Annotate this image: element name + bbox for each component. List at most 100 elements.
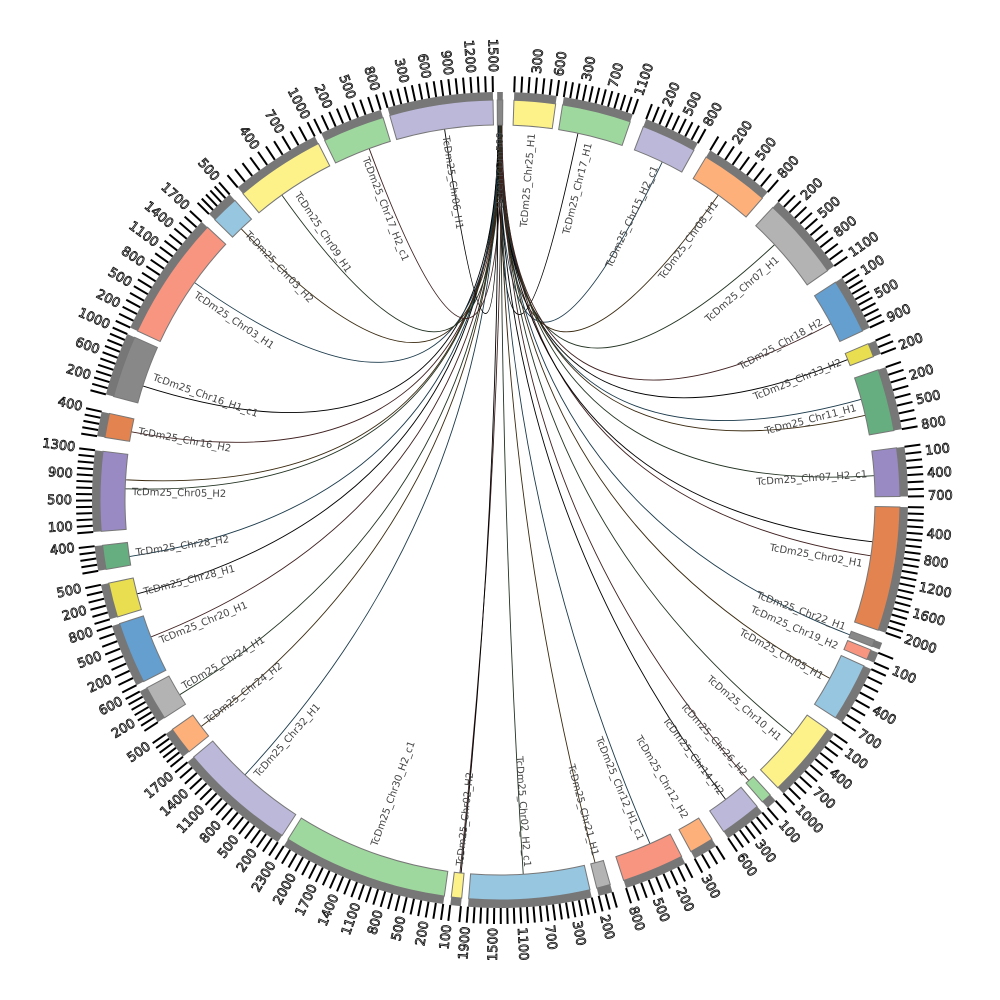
segment-band[interactable]: [512, 99, 557, 130]
segment-band[interactable]: [843, 639, 872, 661]
segment-band[interactable]: [99, 450, 129, 532]
tick-mark: [111, 662, 127, 671]
tick-mark: [215, 802, 228, 816]
tick-mark: [255, 833, 267, 848]
tick-mark: [122, 305, 138, 315]
tick-mark: [306, 121, 316, 137]
segment-band[interactable]: [171, 714, 210, 753]
segment-band[interactable]: [450, 871, 465, 899]
tick-mark: [440, 79, 445, 97]
segment-band[interactable]: [813, 281, 864, 343]
tick-mark: [903, 557, 920, 562]
segment-band[interactable]: [853, 506, 901, 631]
tick-mark: [91, 382, 108, 390]
tick-mark: [548, 79, 553, 96]
segment-band[interactable]: [848, 630, 876, 648]
tick-mark: [584, 898, 590, 915]
segment-band[interactable]: [844, 343, 875, 367]
tick-mark: [907, 518, 924, 522]
segment-band[interactable]: [615, 833, 683, 882]
tick-mark: [403, 86, 410, 103]
segment-band[interactable]: [590, 859, 611, 889]
segment-band[interactable]: [813, 654, 865, 719]
segment-band[interactable]: [146, 675, 187, 719]
segment-band[interactable]: [113, 336, 159, 404]
segment-tcdm25-chr02-h2[interactable]: 100: [437, 871, 465, 951]
segment-tcdm25-chr12-h2[interactable]: 300: [678, 817, 726, 902]
tick-mark: [379, 891, 387, 908]
segment-band[interactable]: [745, 775, 771, 803]
tick-mark: [590, 897, 597, 914]
tick-label: 300: [569, 920, 588, 947]
tick-mark: [905, 544, 922, 549]
tick-mark: [77, 460, 94, 464]
segment-band[interactable]: [871, 447, 901, 498]
segment-band[interactable]: [213, 199, 253, 238]
tick-mark: [733, 833, 745, 848]
segment-band[interactable]: [104, 412, 135, 442]
segment-band[interactable]: [287, 817, 449, 897]
tick-mark: [154, 252, 169, 264]
tick-label: 800: [625, 905, 647, 933]
segment-axis: [467, 889, 592, 908]
segment-axis: [706, 150, 768, 199]
segment-band[interactable]: [192, 740, 297, 837]
segment-tcdm25-chr19-h2[interactable]: 100: [843, 639, 919, 688]
segment-band[interactable]: [102, 541, 132, 571]
segment-band[interactable]: [633, 125, 695, 173]
segment-band[interactable]: [692, 156, 764, 218]
segment-band[interactable]: [853, 369, 895, 436]
tick-mark: [907, 480, 924, 484]
tick-mark: [534, 77, 538, 94]
segment-herentcdm509[interactable]: [496, 92, 504, 126]
segment-band[interactable]: [323, 116, 391, 164]
segment-label: TcDm25_Chr02_H2: [455, 772, 476, 868]
segment-tcdm25-chr21-h1[interactable]: 200: [590, 859, 618, 942]
segment-tcdm25-chr22-h1[interactable]: [848, 630, 883, 650]
segment-label: TcDm25_Chr07_H2_c1: [755, 469, 867, 488]
segment-band[interactable]: [709, 786, 758, 833]
tick-mark: [125, 298, 141, 309]
segment-band[interactable]: [468, 864, 591, 901]
segment-band[interactable]: [108, 577, 143, 618]
segment-band[interactable]: [496, 99, 504, 126]
segment-axis: [562, 97, 633, 122]
segment-tcdm25-chr13-h2[interactable]: 200: [844, 330, 926, 367]
tick-label: 800: [118, 244, 147, 270]
tick-mark: [877, 651, 894, 660]
segment-band[interactable]: [558, 104, 631, 147]
tick-mark: [102, 351, 118, 359]
segment-band[interactable]: [136, 226, 227, 343]
tick-mark: [418, 83, 424, 100]
segment-band[interactable]: [755, 206, 829, 286]
tick-label: 100: [859, 253, 888, 279]
segment-band[interactable]: [389, 99, 494, 141]
segment-band[interactable]: [118, 615, 167, 683]
tick-label: 900: [885, 302, 914, 326]
segment-band[interactable]: [678, 817, 713, 853]
segment-tcdm25-chr16-h2[interactable]: 400: [56, 394, 135, 442]
tick-mark: [234, 168, 246, 183]
segment-band[interactable]: [759, 714, 829, 789]
tick-mark: [604, 893, 611, 910]
tick-mark: [79, 447, 96, 452]
segment-tcdm25-chr28-h2[interactable]: 400: [49, 541, 132, 575]
